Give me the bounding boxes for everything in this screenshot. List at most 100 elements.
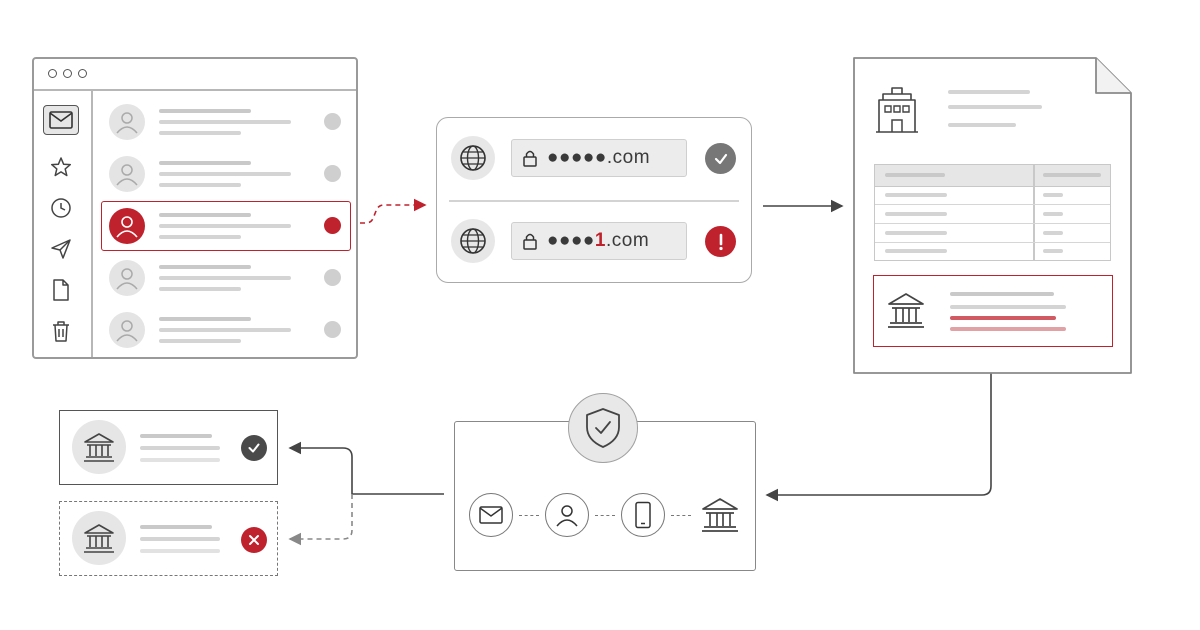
- message-preview-line: [159, 183, 241, 187]
- chain-connector: [595, 515, 615, 516]
- message-preview-line: [159, 235, 241, 239]
- table-cell: [1043, 249, 1063, 253]
- document-to-verify-arrow: [765, 373, 992, 502]
- user-icon: [116, 164, 138, 186]
- spoofed-url-masked: ●●●●: [547, 230, 595, 251]
- user-icon: [116, 216, 138, 238]
- table-header: [875, 165, 1110, 187]
- message-status-dot: [324, 113, 341, 130]
- table-cell: [1043, 212, 1063, 216]
- message-subject-line: [159, 161, 251, 165]
- result-line: [140, 434, 212, 438]
- email-to-url-arrow: [351, 198, 427, 224]
- message-subject-line: [159, 109, 251, 113]
- sidebar-item-recent[interactable]: [43, 193, 79, 223]
- table-cell: [885, 231, 947, 235]
- mail-icon: [479, 506, 503, 524]
- message-preview-line: [159, 224, 291, 228]
- message-preview-line: [159, 131, 241, 135]
- window-control-dot[interactable]: [48, 69, 57, 78]
- chain-connector: [671, 515, 691, 516]
- globe-icon-badge: [451, 136, 495, 180]
- table-cell: [885, 193, 947, 197]
- chain-node-person: [545, 493, 589, 537]
- globe-icon: [460, 228, 486, 254]
- user-icon: [556, 505, 578, 527]
- altered-bank-detail-line: [950, 316, 1056, 320]
- message-preview-line: [159, 339, 241, 343]
- user-icon: [116, 268, 138, 290]
- message-row[interactable]: [101, 148, 351, 200]
- message-subject-line: [159, 317, 251, 321]
- message-row[interactable]: [101, 252, 351, 304]
- window-control-dot[interactable]: [63, 69, 72, 78]
- sender-avatar: [109, 260, 145, 296]
- sender-avatar: [109, 104, 145, 140]
- bank-detail-line: [950, 292, 1054, 296]
- message-preview-line: [159, 276, 291, 280]
- bank-icon-badge: [72, 420, 126, 474]
- message-status-dot: [324, 269, 341, 286]
- rejected-badge: [241, 527, 267, 553]
- bank-details-highlight[interactable]: [873, 275, 1113, 347]
- message-subject-line: [159, 265, 251, 269]
- message-preview-line: [159, 120, 291, 124]
- document-header-line: [948, 90, 1030, 94]
- globe-icon-badge: [451, 219, 495, 263]
- sidebar-item-starred[interactable]: [43, 152, 79, 182]
- trash-icon: [53, 321, 69, 342]
- sidebar-item-inbox[interactable]: [43, 105, 79, 135]
- email-client-window: [32, 57, 358, 359]
- bank-icon-badge: [72, 511, 126, 565]
- building-icon: [876, 87, 918, 133]
- bank-icon: [702, 498, 738, 532]
- legit-url-suffix: .com: [606, 147, 651, 168]
- bank-detail-line: [950, 305, 1066, 309]
- phone-icon: [635, 501, 651, 529]
- message-preview-line: [159, 328, 291, 332]
- sender-avatar: [109, 156, 145, 192]
- altered-bank-detail-line: [950, 327, 1066, 331]
- result-line: [140, 537, 220, 541]
- result-line: [140, 446, 220, 450]
- window-control-dot[interactable]: [78, 69, 87, 78]
- spoofed-url-suffix: .com: [605, 230, 650, 251]
- legit-url-masked: ●●●●●: [547, 147, 607, 168]
- sidebar-item-drafts[interactable]: [43, 275, 79, 305]
- message-row[interactable]: [101, 96, 351, 148]
- legit-status-badge: [705, 143, 736, 174]
- spoofed-url-field[interactable]: ●●●●1.com: [511, 222, 687, 260]
- url-comparison-card: ●●●●●.com ●●●●1.com: [436, 117, 752, 283]
- suspicious-message-row[interactable]: [101, 201, 351, 251]
- shield-badge: [568, 393, 638, 463]
- sender-avatar-suspicious: [109, 208, 145, 244]
- chain-node-email: [469, 493, 513, 537]
- chain-node-phone: [621, 493, 665, 537]
- document-table: [874, 164, 1111, 261]
- sidebar-item-sent[interactable]: [43, 234, 79, 264]
- check-icon: [714, 153, 727, 164]
- document-header-line: [948, 123, 1016, 127]
- verify-to-rejected-arrow: [288, 494, 353, 546]
- table-row-divider: [875, 242, 1110, 243]
- table-row-divider: [875, 204, 1110, 205]
- table-cell: [1043, 231, 1063, 235]
- send-icon: [51, 239, 71, 259]
- message-status-dot: [324, 321, 341, 338]
- legit-url-field[interactable]: ●●●●●.com: [511, 139, 687, 177]
- result-line: [140, 458, 220, 462]
- approved-badge: [241, 435, 267, 461]
- verified-payment-result: [59, 410, 278, 485]
- result-line: [140, 549, 220, 553]
- bank-icon: [84, 433, 114, 462]
- message-subject-line: [159, 213, 251, 217]
- alert-icon: [718, 233, 723, 250]
- window-titlebar: [34, 59, 356, 91]
- message-row[interactable]: [101, 304, 351, 356]
- user-icon: [116, 320, 138, 342]
- url-divider: [449, 200, 739, 202]
- table-row-divider: [875, 223, 1110, 224]
- sidebar-item-trash[interactable]: [43, 316, 79, 346]
- table-cell: [1043, 193, 1063, 197]
